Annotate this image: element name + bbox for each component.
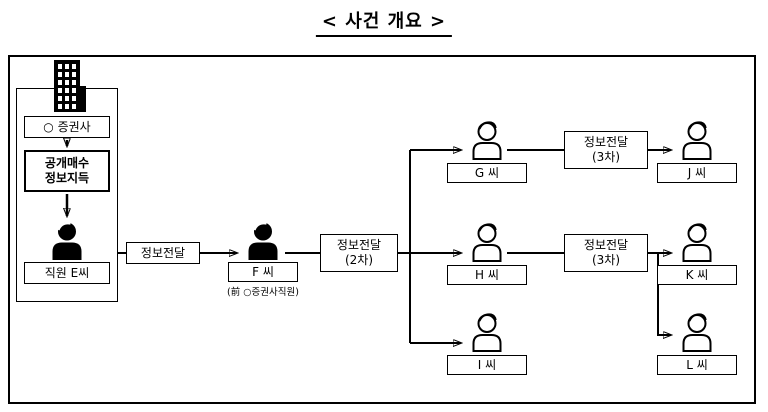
person-h-icon [467, 222, 507, 262]
person-e-icon [47, 220, 87, 260]
person-l-label: L 씨 [657, 355, 737, 375]
person-k-icon [677, 222, 717, 262]
transfer3-top-box: 정보전달 (3차) [564, 131, 648, 169]
page-title: < 사건 개요 > [315, 7, 453, 37]
transfer2-box: 정보전달 (2차) [320, 234, 398, 272]
securities-company-label: ○ 증권사 [24, 116, 110, 138]
person-i-icon [467, 312, 507, 352]
person-f-icon [243, 220, 283, 260]
person-f-subtitle: (前 ○증권사직원) [227, 287, 299, 298]
person-h-label: H 씨 [447, 265, 527, 285]
building-icon [44, 58, 90, 112]
employee-e-label: 직원 E씨 [24, 262, 110, 284]
person-g-label: G 씨 [447, 163, 527, 183]
transfer3-mid-box: 정보전달 (3차) [564, 234, 648, 272]
person-l-icon [677, 312, 717, 352]
person-k-label: K 씨 [657, 265, 737, 285]
person-i-label: I 씨 [447, 355, 527, 375]
transfer1-box: 정보전달 [126, 242, 200, 264]
person-j-icon [677, 120, 717, 160]
person-f-label: F 씨 [228, 262, 298, 282]
diagram-frame [8, 55, 756, 404]
person-g-icon [467, 120, 507, 160]
info-acquired-box: 공개매수 정보지득 [24, 150, 110, 192]
person-j-label: J 씨 [657, 163, 737, 183]
